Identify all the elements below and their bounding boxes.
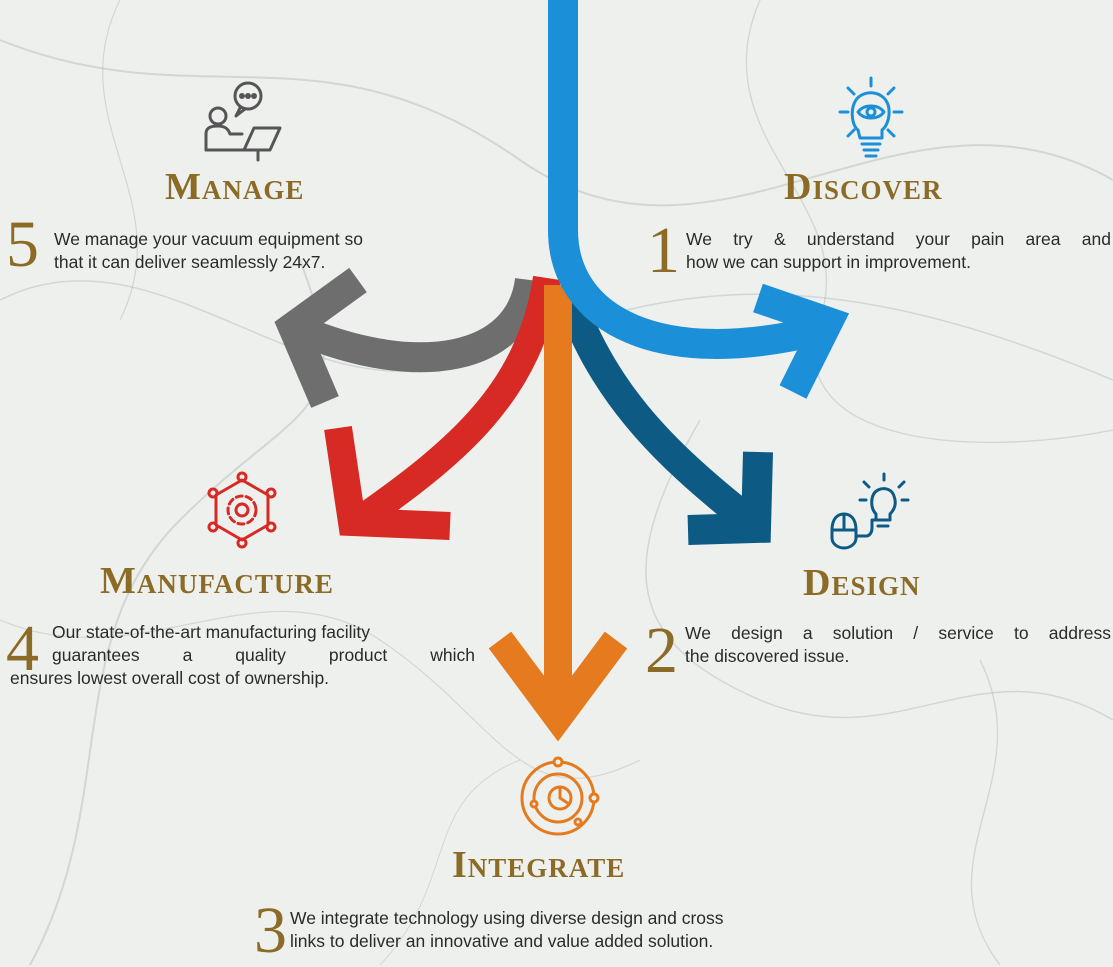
manufacture-arrow [351, 275, 561, 532]
manufacture-line-2: guarantees a quality product which [52, 645, 475, 665]
manufacture-arrow-head [324, 425, 451, 540]
integrate-arrow-head [488, 631, 628, 742]
manage-description: We manage your vacuum equipment so that … [54, 228, 474, 274]
gear-network-icon [207, 471, 277, 549]
manage-arrow [294, 277, 545, 373]
design-step-number: 2 [645, 614, 678, 687]
design-arrow [550, 280, 758, 532]
discover-description: We try & understand your pain area and h… [686, 228, 1111, 274]
manufacture-step-number: 4 [6, 612, 39, 685]
integrate-step-number: 3 [254, 894, 287, 967]
discover-line-1: We try & understand your pain area and [686, 229, 1111, 249]
integrate-title: Integrate [452, 844, 626, 886]
discover-arrow [548, 0, 824, 359]
manufacture-line-1: Our state-of-the-art manufacturing facil… [52, 622, 371, 642]
manage-line-1: We manage your vacuum equipment so [54, 229, 364, 249]
manage-step-number: 5 [6, 208, 39, 281]
discover-title: Discover [784, 166, 943, 208]
discover-line-2: how we can support in improvement. [686, 252, 971, 272]
design-title: Design [803, 562, 921, 604]
design-description: We design a solution / service to addres… [685, 622, 1111, 668]
manage-line-2: that it can deliver seamlessly 24x7. [54, 252, 326, 272]
person-laptop-chat-icon [204, 81, 282, 162]
discover-step-number: 1 [647, 214, 680, 287]
discover-arrow-head [753, 283, 850, 399]
manufacture-title: Manufacture [100, 560, 334, 602]
manufacture-line-3: ensures lowest overall cost of ownership… [10, 668, 330, 688]
manufacture-description: Our state-of-the-art manufacturing facil… [0, 621, 475, 690]
design-arrow-head [687, 451, 773, 545]
integrate-description: We integrate technology using diverse de… [290, 907, 850, 953]
design-line-2: the discovered issue. [685, 646, 850, 666]
design-line-1: We design a solution / service to addres… [685, 623, 1111, 643]
integrate-line-2: links to deliver an innovative and value… [290, 931, 714, 951]
integrate-line-1: We integrate technology using diverse de… [290, 908, 724, 928]
manage-title: Manage [165, 166, 305, 208]
integration-circle-icon [520, 756, 600, 836]
manage-arrow-head [274, 267, 367, 408]
mouse-lightbulb-icon [830, 472, 910, 550]
lightbulb-eye-icon [838, 76, 904, 158]
